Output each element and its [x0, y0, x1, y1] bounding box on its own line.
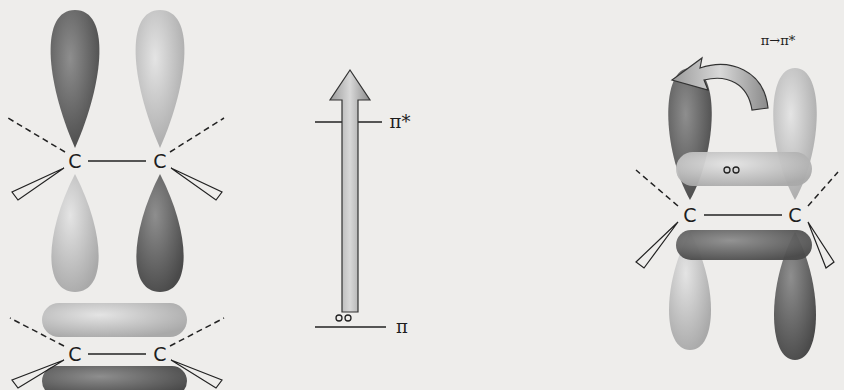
atom-label: C: [67, 345, 82, 364]
energy-diagram: [315, 70, 386, 327]
atom-label: C: [152, 345, 167, 364]
pi-bonding-orbital: [10, 303, 224, 390]
atom-label: C: [787, 206, 802, 225]
atom-label: C: [67, 152, 82, 171]
orbital-label: π*: [390, 113, 411, 131]
atom-label: C: [682, 206, 697, 225]
excited-state-orbitals: [636, 58, 838, 360]
transition-label: π→π*: [761, 34, 795, 47]
orbital-label: π: [396, 318, 408, 336]
p-orbitals: [8, 10, 224, 292]
atom-label: C: [152, 152, 167, 171]
